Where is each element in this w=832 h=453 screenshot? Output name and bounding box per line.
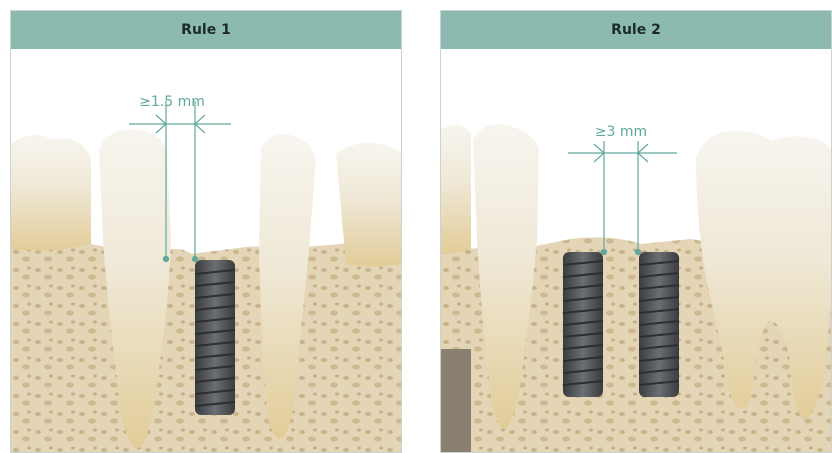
distance-label: ≥1.5 mm — [139, 94, 205, 110]
panel-header: Rule 1 — [11, 11, 401, 49]
dental-implant — [195, 260, 235, 415]
implant-illustration: ≥1.5 mm — [11, 49, 402, 453]
rule-1-panel: Rule 1 — [10, 10, 402, 453]
left-partial-tooth — [441, 125, 471, 254]
right-partial-tooth — [336, 143, 402, 267]
implant-illustration: ≥3 mm — [441, 49, 832, 453]
dental-implant — [563, 252, 603, 397]
panel-header: Rule 2 — [441, 11, 831, 49]
distance-indicator — [568, 141, 677, 255]
background-tissue — [441, 349, 471, 453]
left-partial-tooth — [11, 135, 91, 251]
panel-title: Rule 1 — [181, 22, 231, 38]
distance-label: ≥3 mm — [595, 124, 647, 140]
rule-2-panel: Rule 2 — [440, 10, 832, 453]
dental-implant — [639, 252, 679, 397]
panel-title: Rule 2 — [611, 22, 661, 38]
